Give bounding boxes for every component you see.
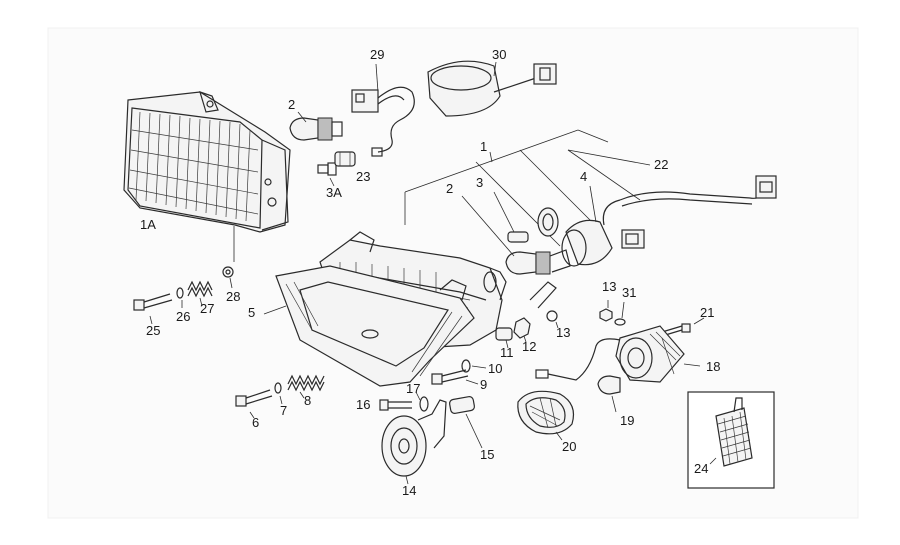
bulb-19 — [597, 375, 621, 413]
turn-signal-lens-20 — [517, 390, 575, 441]
part-label-13-right: 13 — [602, 279, 617, 294]
washer-10 — [461, 359, 487, 373]
part-label-3: 3 — [476, 175, 484, 190]
screw-9 — [431, 369, 479, 385]
part-label-5: 5 — [248, 305, 256, 320]
part-label-26: 26 — [176, 309, 191, 324]
part-label-19: 19 — [620, 413, 635, 428]
part-label-29: 29 — [370, 47, 385, 62]
inset-reflector-24 — [687, 391, 775, 489]
part-label-28: 28 — [226, 289, 241, 304]
part-label-3a: 3A — [326, 185, 342, 200]
part-label-30: 30 — [492, 47, 507, 62]
part-label-31: 31 — [622, 285, 637, 300]
part-label-1: 1 — [480, 139, 488, 154]
part-label-6: 6 — [252, 415, 260, 430]
socket-1-cap — [537, 207, 559, 237]
part-label-8: 8 — [304, 393, 312, 408]
part-label-9: 9 — [480, 377, 488, 392]
screw-21 — [661, 317, 705, 337]
headlight-frame-5 — [263, 265, 475, 387]
part-label-17: 17 — [406, 381, 421, 396]
part-label-4: 4 — [580, 169, 588, 184]
screw-25 — [133, 293, 173, 325]
part-label-18: 18 — [706, 359, 721, 374]
turn-signal-18 — [535, 325, 701, 383]
part-label-16: 16 — [356, 397, 371, 412]
grommet-11 — [495, 327, 513, 349]
bulb-holder-23 — [334, 151, 356, 167]
part-label-7: 7 — [280, 403, 288, 418]
part-label-2-top: 2 — [288, 97, 296, 112]
bulb-3 — [493, 191, 529, 243]
part-label-11: 11 — [500, 345, 514, 360]
part-label-27: 27 — [200, 301, 215, 316]
part-label-10: 10 — [488, 361, 503, 376]
part-label-25: 25 — [146, 323, 161, 338]
washer-17 — [415, 391, 429, 412]
wiring-harness-22 — [602, 175, 777, 249]
spacer-15 — [449, 396, 483, 449]
part-label-20: 20 — [562, 439, 577, 454]
screw-16 — [379, 399, 412, 411]
headlight-1a — [123, 91, 291, 262]
part-label-2-middle: 2 — [446, 181, 454, 196]
bulb-2-top — [289, 111, 343, 141]
holder-4 — [561, 185, 613, 267]
bulb-2-middle — [461, 195, 571, 275]
washer-26 — [176, 287, 184, 308]
screw-6 — [235, 389, 273, 419]
part-label-12: 12 — [522, 339, 537, 354]
part-label-23: 23 — [356, 169, 371, 184]
horn-14 — [381, 399, 447, 485]
part-label-1a: 1A — [140, 217, 156, 232]
bulb-3a — [317, 162, 337, 187]
connector-29 — [351, 63, 415, 157]
nut-13-right — [599, 300, 613, 322]
part-label-15: 15 — [480, 447, 495, 462]
washer-7 — [274, 382, 283, 405]
washer-31 — [614, 301, 626, 326]
part-label-13: 13 — [556, 325, 571, 340]
leader-group-1-22 — [404, 129, 651, 247]
part-label-24: 24 — [694, 461, 709, 476]
part-label-22: 22 — [654, 157, 669, 172]
part-label-21: 21 — [700, 305, 715, 320]
part-label-14: 14 — [402, 483, 417, 498]
spring-8 — [287, 374, 325, 399]
rubber-boot-30 — [427, 60, 557, 117]
spacer-12 — [513, 281, 557, 343]
spring-27 — [187, 280, 213, 307]
nut-28 — [222, 266, 234, 289]
nut-13 — [546, 310, 559, 329]
